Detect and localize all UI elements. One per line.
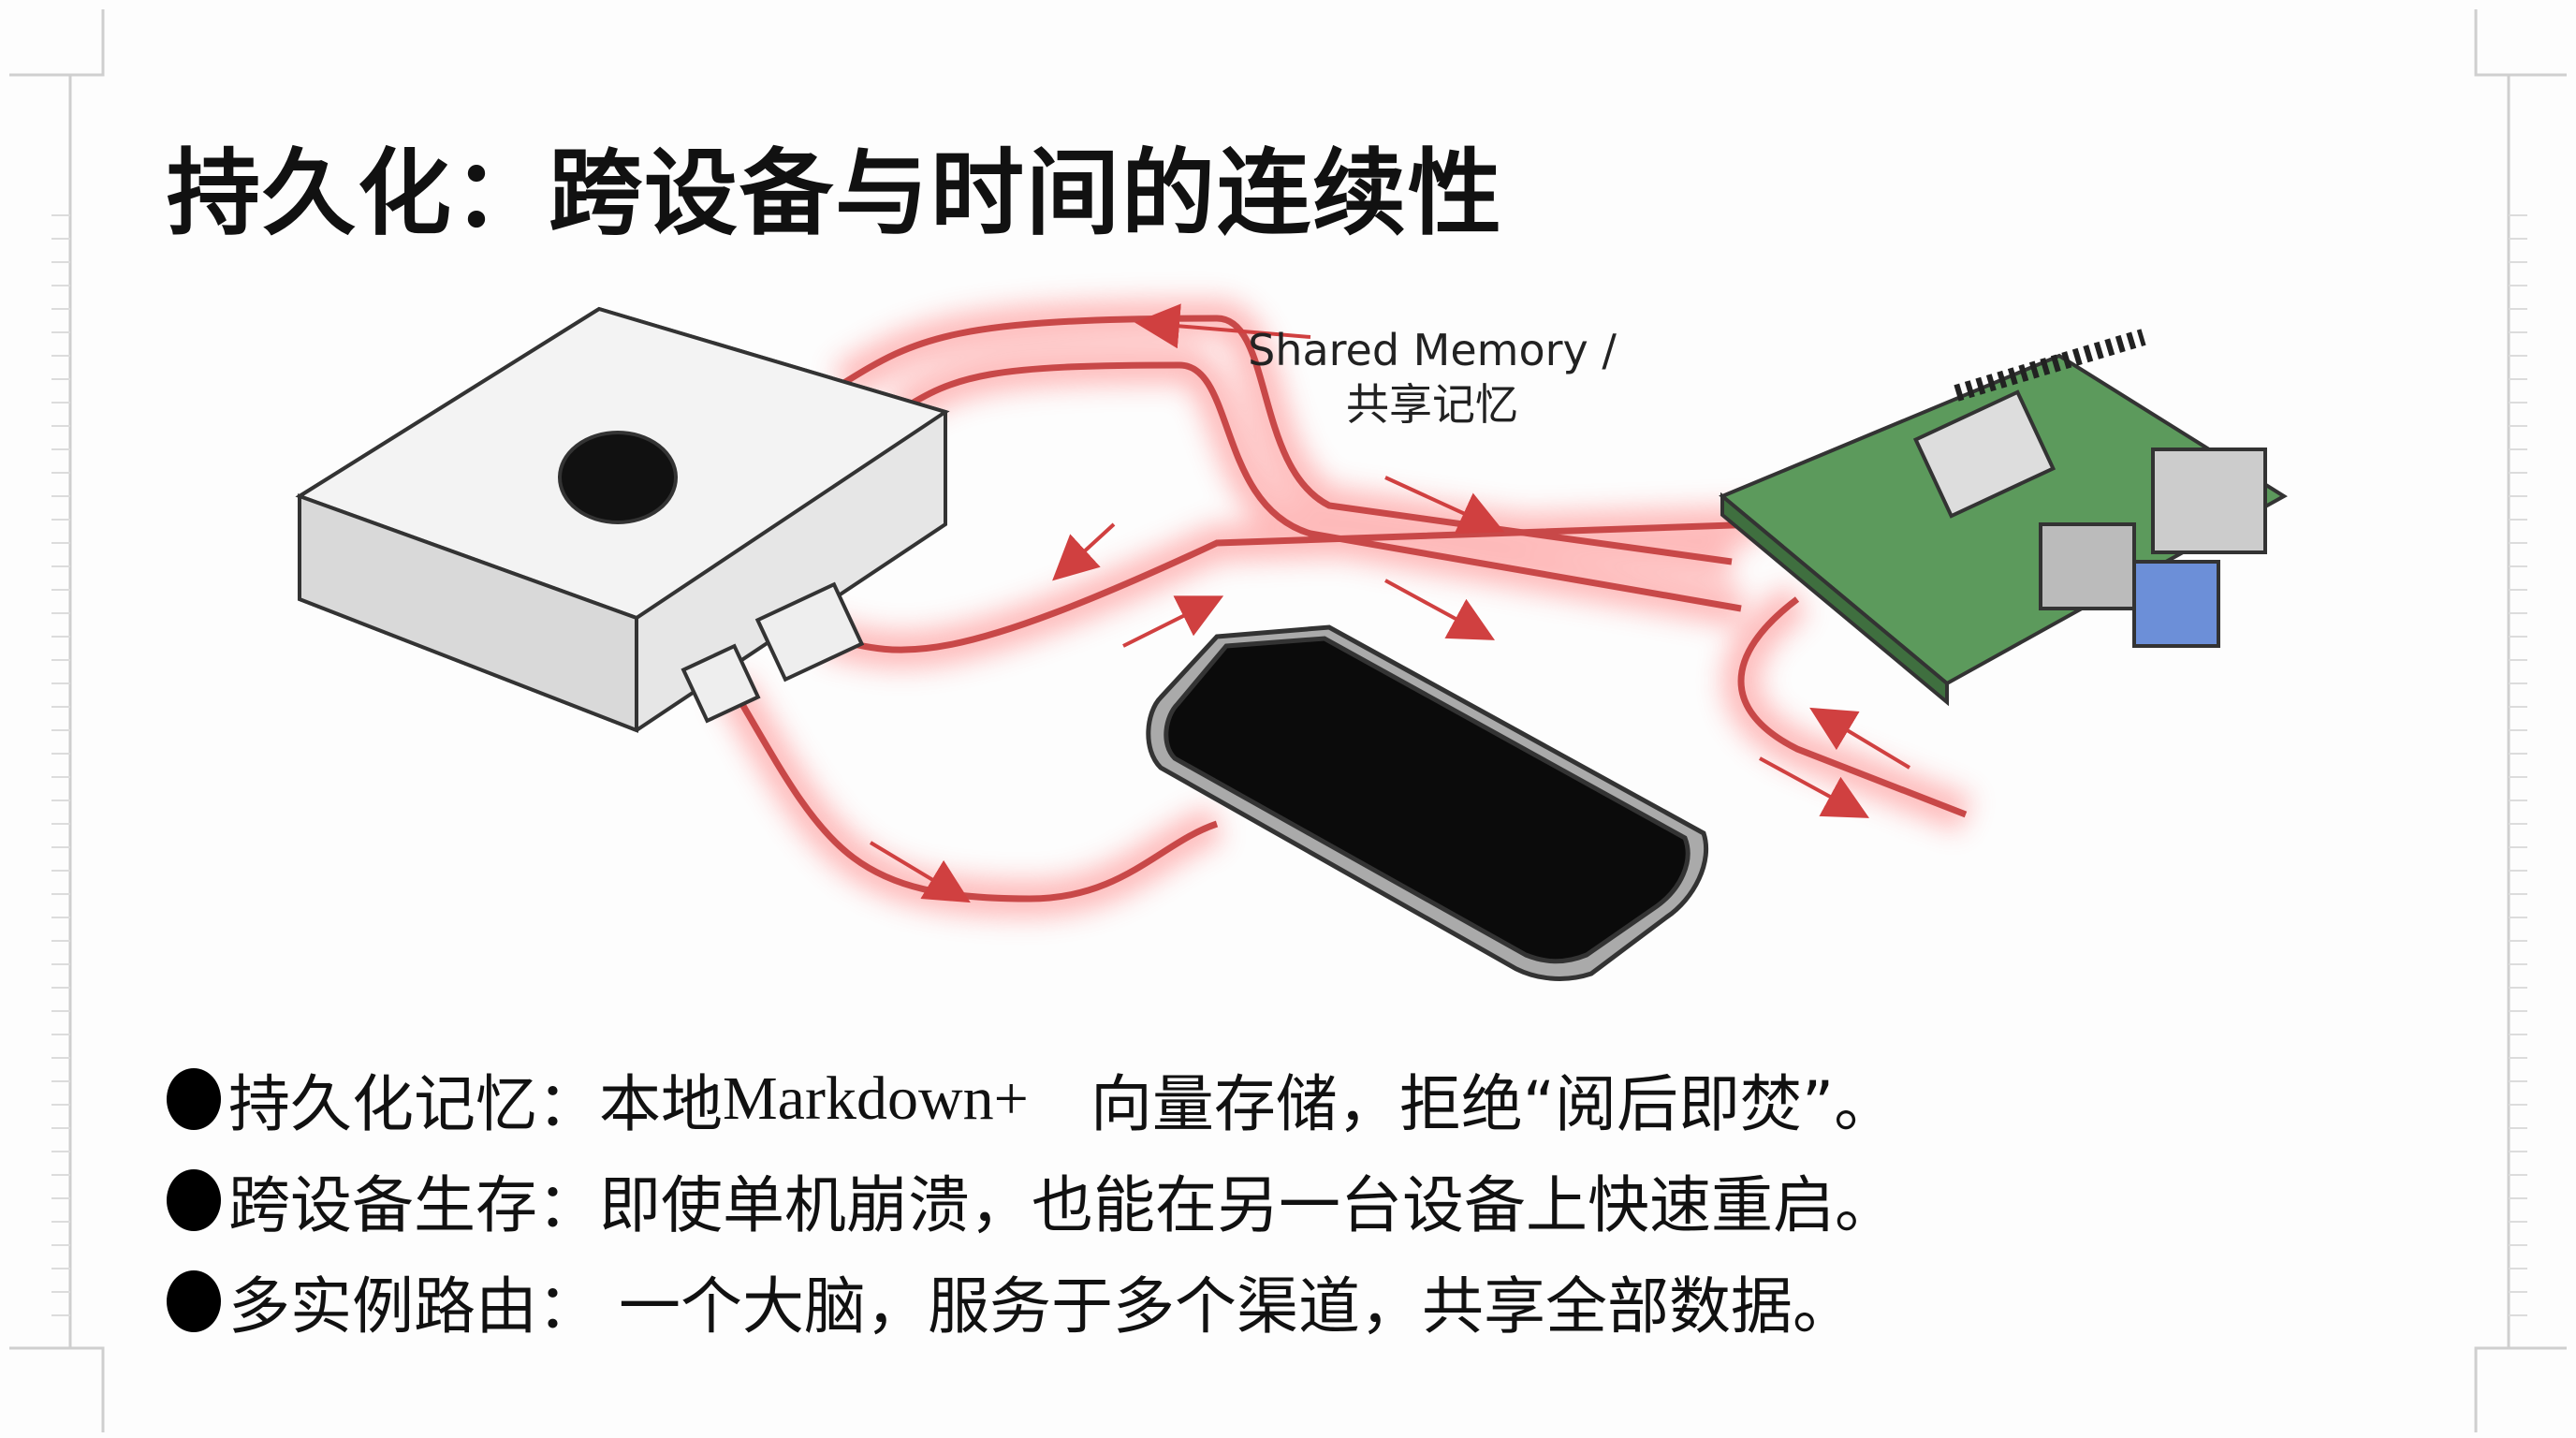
raspberry-pi	[1719, 329, 2288, 707]
smartphone	[1146, 624, 1709, 981]
label-line-1: Shared Memory /	[1248, 325, 1617, 375]
label-line-2: 共享记忆	[1346, 379, 1518, 430]
shared-memory-label: Shared Memory / 共享记忆	[1236, 323, 1629, 432]
bullet-text: 跨设备生存：即使单机崩溃，也能在另一台设备上快速重启。	[228, 1169, 1896, 1241]
mac-mini	[295, 306, 950, 733]
bullet-dot-icon	[167, 1169, 221, 1231]
device-illustration	[295, 299, 2288, 981]
bullet-text: 多实例路由： 一个大脑，服务于多个渠道，共享全部数据。	[228, 1270, 1854, 1343]
page-title: 持久化：跨设备与时间的连续性	[167, 139, 1503, 248]
bullet-dot-icon	[167, 1068, 221, 1130]
bullet-text-suffix: 向量存储，拒绝“阅后即焚”。	[1028, 1068, 1896, 1140]
bullet-item: 持久化记忆：本地 Markdown+ 向量存储，拒绝“阅后即焚”。	[167, 1049, 1896, 1150]
bullet-text: 持久化记忆：本地	[228, 1068, 723, 1140]
bullet-item: 多实例路由： 一个大脑，服务于多个渠道，共享全部数据。	[167, 1251, 1896, 1352]
bullet-text-markdown: Markdown+	[723, 1064, 1029, 1133]
bullet-item: 跨设备生存：即使单机崩溃，也能在另一台设备上快速重启。	[167, 1150, 1896, 1251]
bullet-list: 持久化记忆：本地 Markdown+ 向量存储，拒绝“阅后即焚”。 跨设备生存：…	[167, 1049, 1896, 1352]
bullet-dot-icon	[167, 1270, 221, 1332]
cables	[713, 299, 1973, 918]
